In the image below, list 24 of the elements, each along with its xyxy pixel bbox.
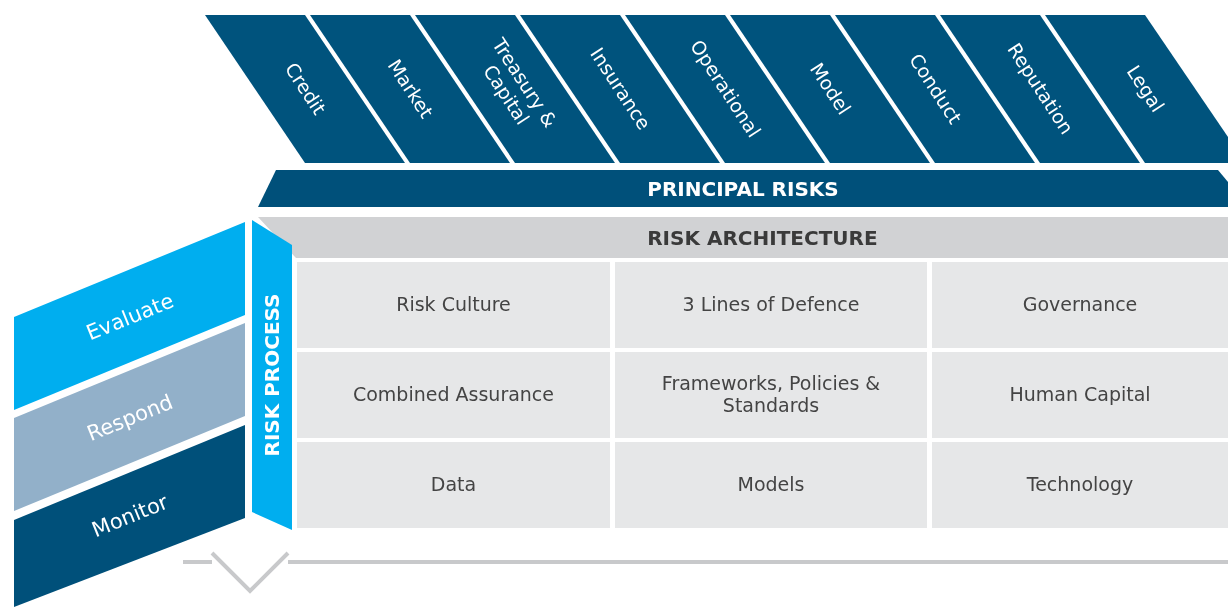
band-title: RISK PROCESS [260, 293, 284, 457]
header-title: RISK ARCHITECTURE [647, 226, 878, 249]
architecture-header-band [258, 217, 1228, 258]
architecture-cell [615, 352, 927, 438]
cell-label: Combined Assurance [351, 384, 555, 406]
architecture-cell [297, 442, 610, 528]
cell-label: Governance [1021, 294, 1139, 316]
architecture-cell [615, 442, 927, 528]
cell-label: Frameworks, Policies & Standards [660, 373, 882, 417]
principal-risks-banner [258, 170, 1228, 207]
cell-label: Risk Culture [395, 294, 512, 316]
cell-label: Technology [1025, 474, 1135, 496]
architecture-cell [932, 352, 1228, 438]
risk-process-band [252, 220, 292, 530]
banner-title: PRINCIPAL RISKS [647, 177, 839, 200]
cell-label: Human Capital [1008, 384, 1152, 406]
cell-label: Data [429, 474, 478, 496]
cell-label: 3 Lines of Defence [681, 294, 861, 316]
architecture-cell [932, 442, 1228, 528]
cell-label: Models [736, 474, 806, 496]
architecture-cell [615, 262, 927, 348]
architecture-cell [932, 262, 1228, 348]
architecture-cell [297, 352, 610, 438]
architecture-cell [297, 262, 610, 348]
